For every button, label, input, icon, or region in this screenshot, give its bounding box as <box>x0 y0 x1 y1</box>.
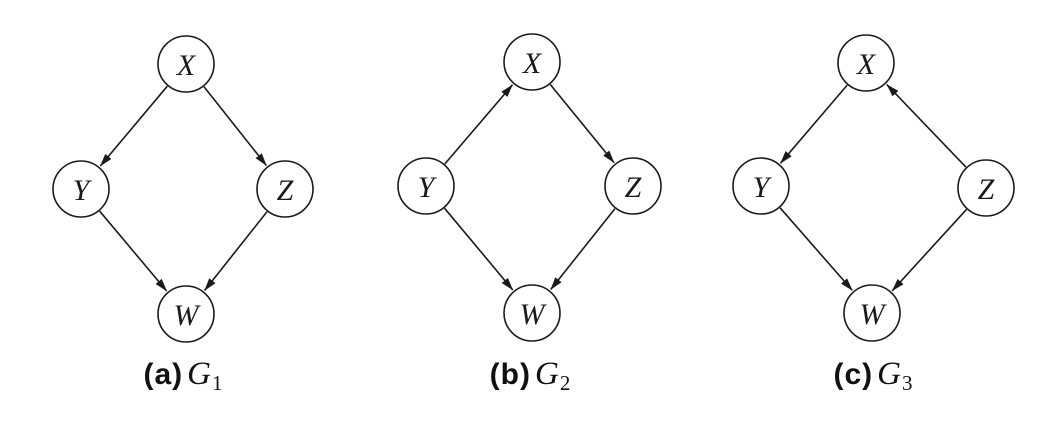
caption-g1-subscript: 1 <box>212 371 223 395</box>
caption-g1-letter: G <box>187 356 212 392</box>
edge-G1-X-to-Y <box>99 85 168 167</box>
node-label-G3-W: W <box>860 298 888 331</box>
edge-G2-Y-to-W <box>443 207 514 291</box>
node-G1-Z <box>256 160 314 218</box>
edge-G1-Z-to-W <box>203 211 268 291</box>
edge-G2-X-to-Z <box>549 83 615 164</box>
node-G2-W <box>503 284 561 342</box>
node-label-G1-Z: Z <box>277 174 294 207</box>
node-label-G2-Y: Y <box>418 171 438 204</box>
node-G2-Y <box>397 157 455 215</box>
node-G1-Y <box>52 160 110 218</box>
node-G3-X <box>837 34 895 92</box>
caption-g1: (a)G1 <box>143 352 222 405</box>
node-G3-Z <box>957 159 1015 217</box>
node-G3-Y <box>732 157 790 215</box>
node-G3-W <box>843 284 901 342</box>
caption-g2: (b)G2 <box>490 352 571 405</box>
node-label-G3-X: X <box>856 48 877 81</box>
edge-G2-Y-to-X <box>444 84 514 165</box>
node-label-G2-W: W <box>520 298 548 331</box>
edge-G3-Z-to-W <box>891 208 968 292</box>
caption-g2-index: (b) <box>489 358 531 391</box>
edge-G1-Y-to-W <box>99 210 168 292</box>
edge-G1-X-to-Z <box>203 86 268 166</box>
node-label-G3-Y: Y <box>753 171 773 204</box>
edge-G3-X-to-Y <box>779 84 848 164</box>
node-G2-Z <box>604 157 662 215</box>
caption-g3-index: (c) <box>833 358 874 391</box>
node-label-G2-X: X <box>522 47 543 80</box>
caption-g3-subscript: 3 <box>902 371 913 395</box>
node-G2-X <box>503 33 561 91</box>
caption-g1-index: (a) <box>143 358 184 391</box>
caption-g2-symbol: G2 <box>534 356 570 395</box>
caption-g1-symbol: G1 <box>187 356 222 395</box>
node-label-G1-W: W <box>174 299 202 332</box>
caption-g3: (c)G3 <box>833 352 912 405</box>
edge-G2-Z-to-W <box>550 208 616 290</box>
caption-g3-letter: G <box>877 356 902 392</box>
node-label-G2-Z: Z <box>625 171 642 204</box>
node-label-G3-Z: Z <box>978 173 995 206</box>
caption-g3-symbol: G3 <box>877 356 912 395</box>
node-G1-W <box>157 285 215 343</box>
node-G1-X <box>157 35 215 93</box>
caption-g2-subscript: 2 <box>559 371 571 395</box>
node-label-G1-Y: Y <box>73 174 93 207</box>
node-label-G1-X: X <box>176 49 197 82</box>
edge-G3-Z-to-X <box>886 84 967 168</box>
caption-g2-letter: G <box>534 356 559 392</box>
edge-G3-Y-to-W <box>779 207 853 291</box>
